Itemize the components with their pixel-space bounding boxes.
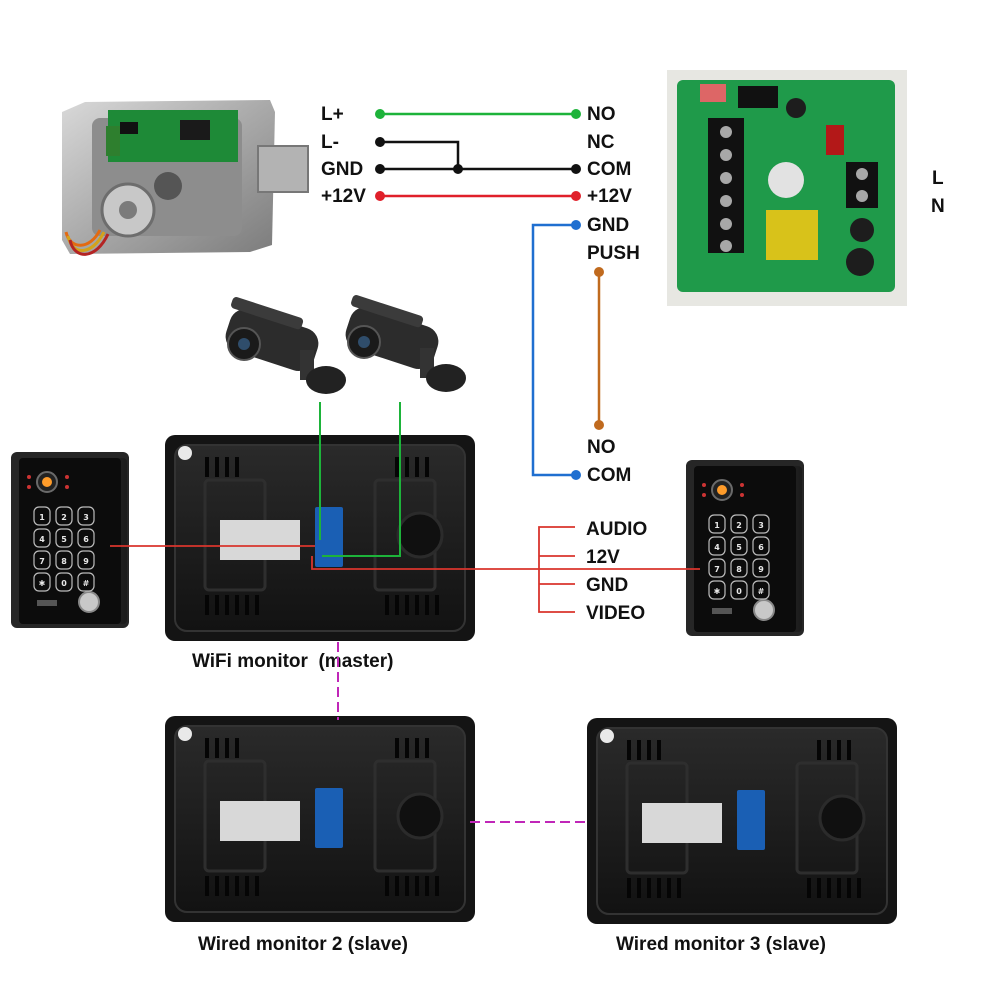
keypad-key-frame <box>708 580 726 600</box>
slave-monitor-2-back-panel-icon <box>163 714 477 924</box>
keypad-key[interactable]: 9 <box>83 557 89 566</box>
power-terminal-labels: NO NC COM +12V GND PUSH <box>587 104 640 264</box>
keypad-key-frame <box>730 536 748 556</box>
right-keypad-keys: 1 2 3 4 5 6 7 8 9 ✱ 0 # <box>708 514 770 600</box>
keypad-key[interactable]: ✱ <box>714 587 721 596</box>
door-station-signal-wires <box>110 526 700 613</box>
electric-lock-image <box>62 100 309 256</box>
keypad-key[interactable]: ✱ <box>39 579 46 588</box>
keypad-key[interactable]: 9 <box>758 565 764 574</box>
keypad-key-frame <box>33 550 51 570</box>
keypad-key[interactable]: 0 <box>61 579 67 588</box>
keypad-key-frame <box>55 572 73 592</box>
slave-monitor-2-caption: Wired monitor 2 (slave) <box>198 934 408 955</box>
keypad-key[interactable]: 3 <box>758 521 764 530</box>
power-terminal-push: PUSH <box>587 243 640 264</box>
mains-L-label: L <box>932 168 944 189</box>
keypad-key[interactable]: # <box>83 579 90 588</box>
master-monitor-caption: WiFi monitor (master) <box>192 651 393 672</box>
lock-terminal-gnd: GND <box>321 159 363 180</box>
power-terminal-gnd: GND <box>587 215 629 236</box>
lock-terminal-12v: +12V <box>321 186 366 207</box>
keypad-key-frame <box>752 536 770 556</box>
slave-monitor-3-back-panel-icon <box>585 716 899 926</box>
keypad-key[interactable]: 8 <box>61 557 67 566</box>
right-door-station-keypad-icon <box>685 459 805 637</box>
keypad-key-frame <box>77 550 95 570</box>
keypad-key[interactable]: 4 <box>714 543 720 552</box>
keypad-key-frame <box>730 580 748 600</box>
camera-wires <box>319 402 401 557</box>
keypad-key[interactable]: 5 <box>736 543 742 552</box>
power-terminal-12v: +12V <box>587 186 632 207</box>
slave-monitor-3-caption: Wired monitor 3 (slave) <box>616 934 826 955</box>
lock-terminal-L-minus: L- <box>321 132 339 153</box>
keypad-key[interactable]: 7 <box>714 565 720 574</box>
mains-N-label: N <box>931 196 945 217</box>
keypad-key-frame <box>708 536 726 556</box>
keypad-key-frame <box>55 528 73 548</box>
keypad-key[interactable]: 2 <box>61 513 67 522</box>
exit-button-com-label: COM <box>587 465 631 486</box>
power-supply-board-image <box>667 70 907 306</box>
keypad-key[interactable]: 5 <box>61 535 67 544</box>
keypad-key[interactable]: 4 <box>39 535 45 544</box>
keypad-key-frame <box>55 550 73 570</box>
left-keypad-keys: 1 2 3 4 5 6 7 8 9 ✱ 0 # <box>33 506 95 592</box>
keypad-key-frame <box>730 558 748 578</box>
exit-button-no-label: NO <box>587 437 616 458</box>
monitor-wire-labels: AUDIO 12V GND VIDEO <box>586 519 647 624</box>
keypad-key-frame <box>33 506 51 526</box>
keypad-key[interactable]: 7 <box>39 557 45 566</box>
keypad-key[interactable]: 8 <box>736 565 742 574</box>
lock-terminal-L-plus: L+ <box>321 104 344 125</box>
lock-terminal-labels: L+ L- GND +12V <box>321 104 366 207</box>
cctv-camera-icon <box>225 297 346 394</box>
keypad-key[interactable]: 6 <box>758 543 764 552</box>
keypad-key-frame <box>33 528 51 548</box>
keypad-key[interactable]: 1 <box>39 513 45 522</box>
keypad-key-frame <box>33 572 51 592</box>
cctv-camera-icon <box>345 295 466 392</box>
power-terminal-com: COM <box>587 159 631 180</box>
power-terminal-no: NO <box>587 104 616 125</box>
keypad-key-frame <box>752 580 770 600</box>
wire-label-video: VIDEO <box>586 603 645 624</box>
keypad-key-frame <box>77 572 95 592</box>
keypad-key[interactable]: # <box>758 587 765 596</box>
wire-label-gnd: GND <box>586 575 628 596</box>
power-terminal-nc: NC <box>587 132 615 153</box>
keypad-key[interactable]: 0 <box>736 587 742 596</box>
keypad-key-frame <box>752 558 770 578</box>
keypad-key-frame <box>752 514 770 534</box>
left-door-station-keypad-icon <box>10 451 130 629</box>
exit-button-wires <box>531 220 604 480</box>
keypad-key-frame <box>730 514 748 534</box>
keypad-key-frame <box>55 506 73 526</box>
keypad-key[interactable]: 3 <box>83 513 89 522</box>
wire-label-audio: AUDIO <box>586 519 647 540</box>
lock-power-wires <box>375 109 581 201</box>
keypad-key-frame <box>708 558 726 578</box>
keypad-key[interactable]: 1 <box>714 521 720 530</box>
keypad-key[interactable]: 2 <box>736 521 742 530</box>
keypad-key-frame <box>708 514 726 534</box>
keypad-key-frame <box>77 506 95 526</box>
monitor-bus-wires <box>337 642 588 823</box>
wire-label-12v: 12V <box>586 547 620 568</box>
keypad-key-frame <box>77 528 95 548</box>
keypad-key[interactable]: 6 <box>83 535 89 544</box>
